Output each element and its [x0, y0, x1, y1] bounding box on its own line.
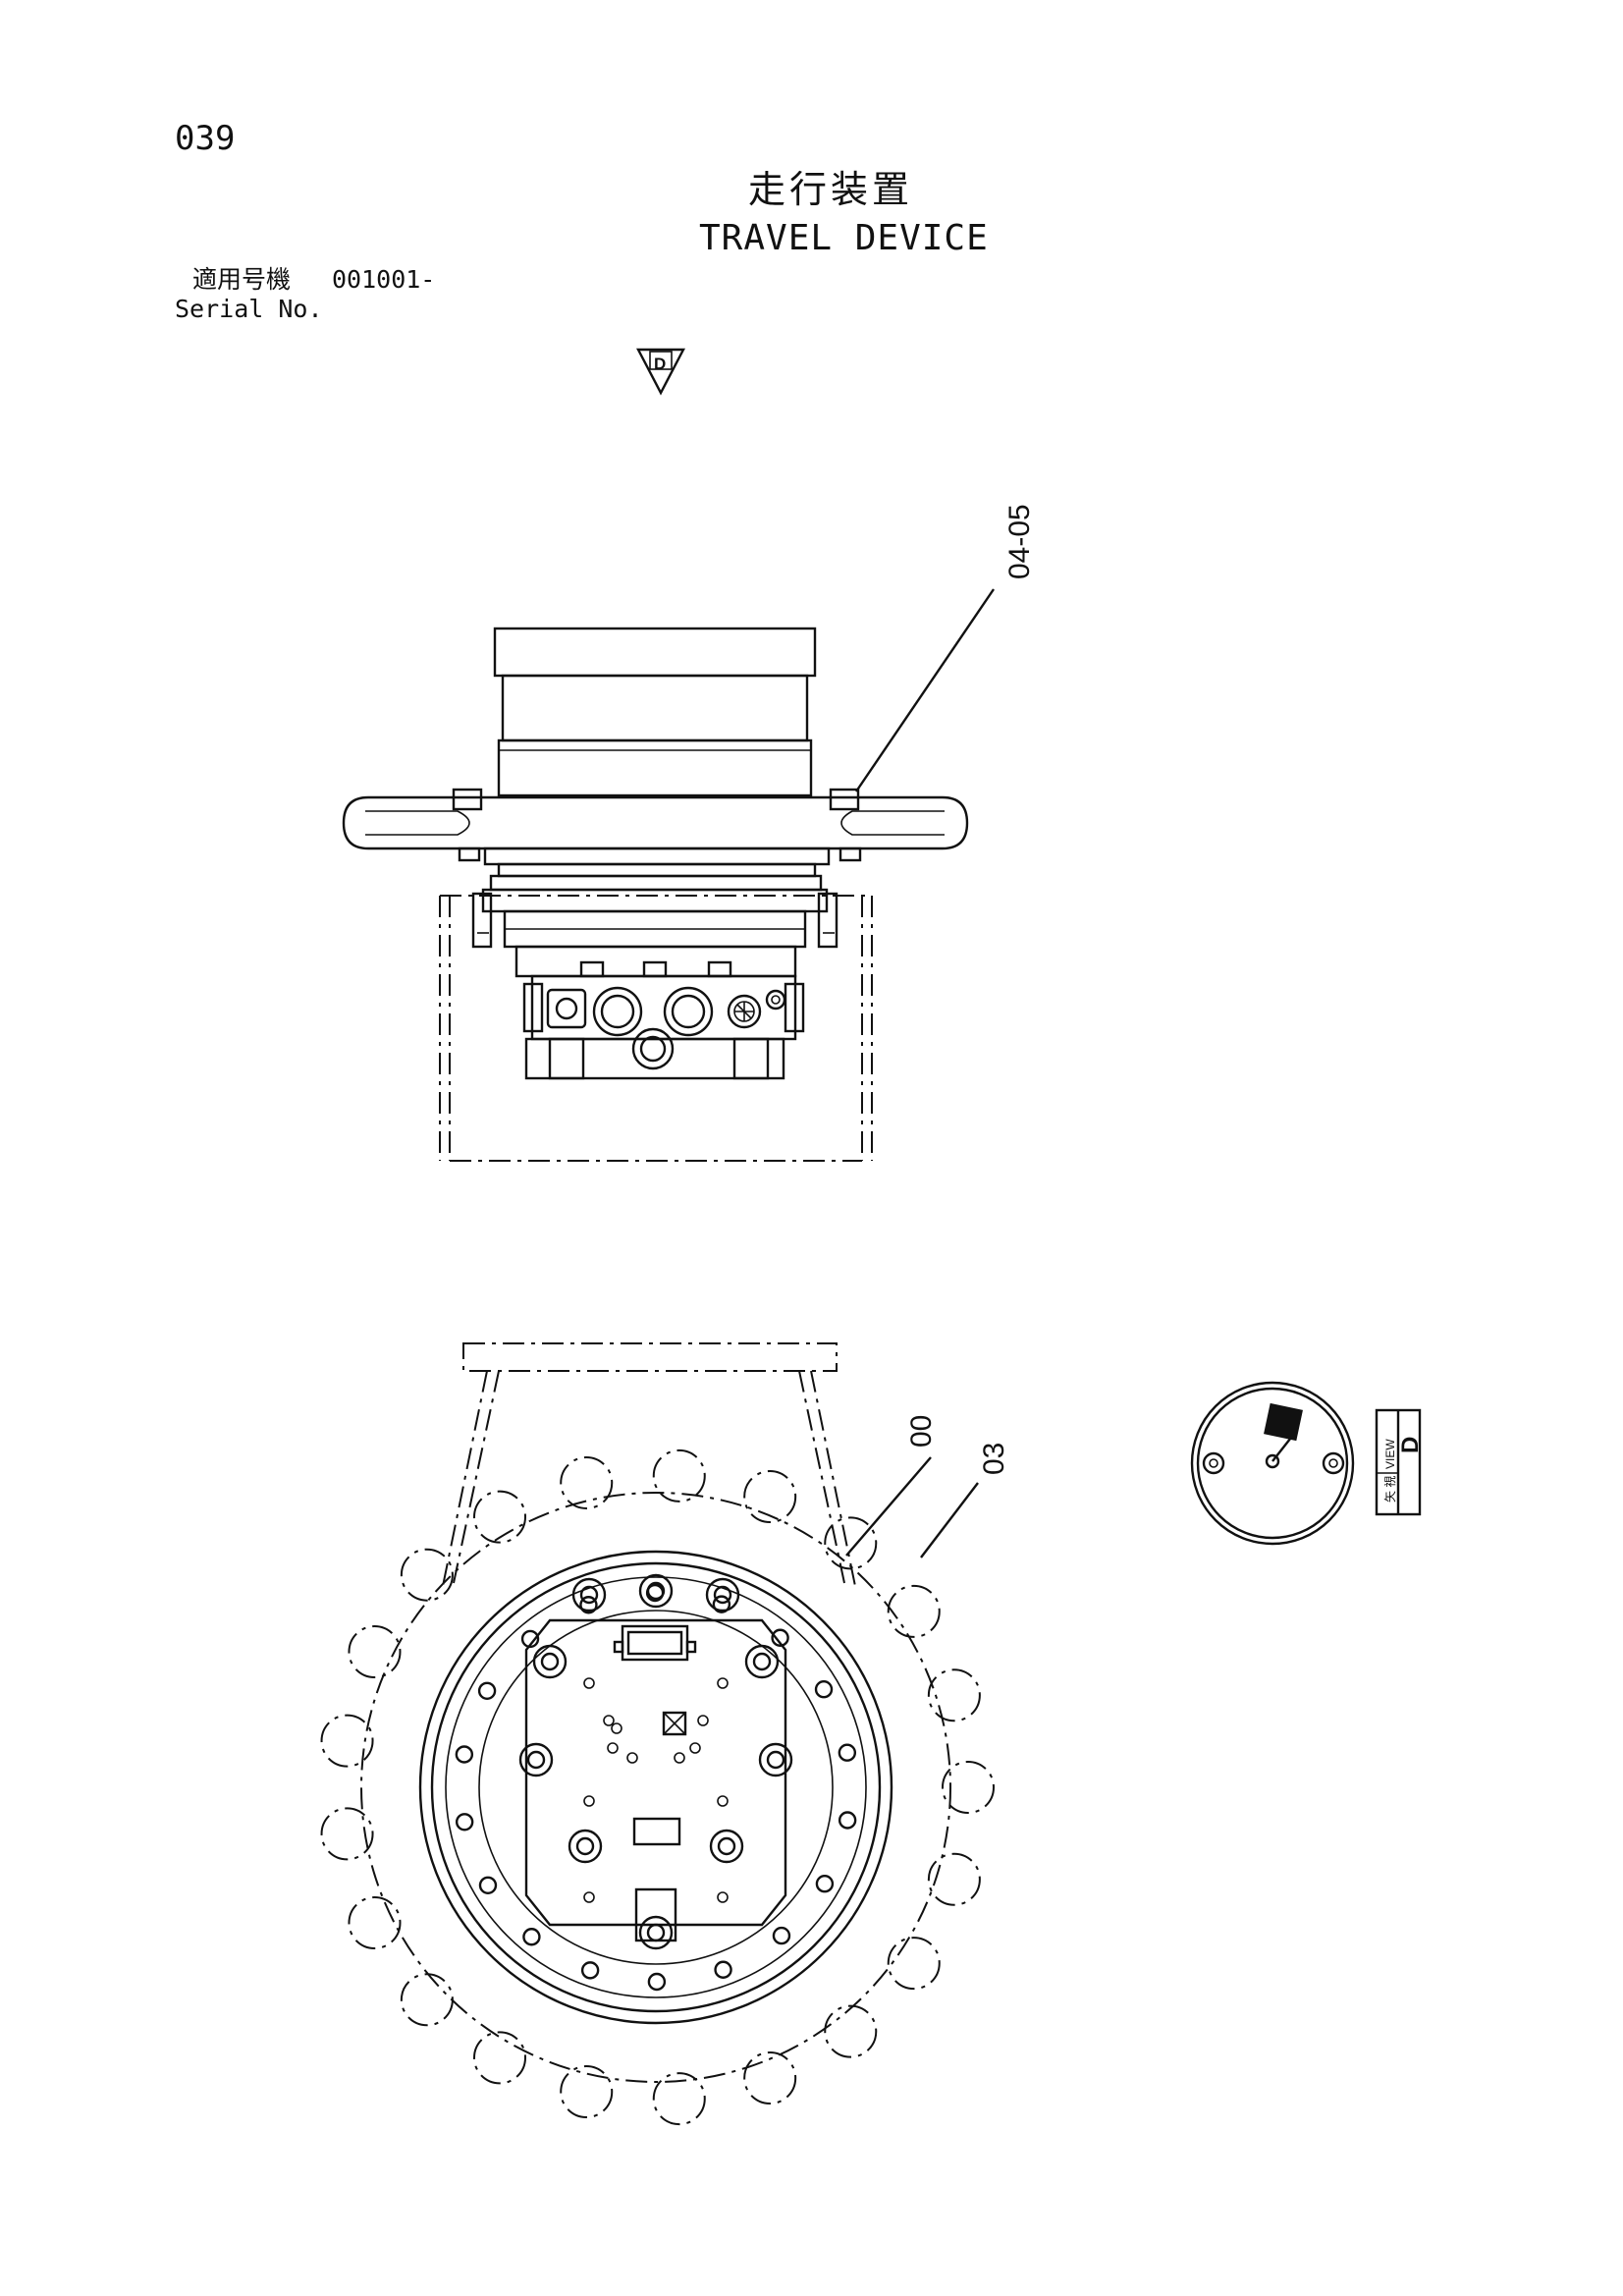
sprocket-tooth — [320, 1714, 374, 1768]
cover-bolt-head — [579, 1585, 599, 1605]
cover-bolt — [638, 1915, 674, 1950]
sprocket-tooth — [560, 1455, 614, 1509]
sprocket-tooth — [887, 1937, 941, 1991]
page-number: 039 — [175, 119, 236, 158]
cover-small-hole — [583, 1795, 595, 1807]
cover-small-hole — [697, 1715, 709, 1726]
serial-number-value: 001001- — [332, 265, 436, 294]
serial-label-english: Serial No. — [175, 295, 323, 323]
sprocket-tooth — [473, 1490, 526, 1544]
view-d-detail — [1190, 1381, 1355, 1546]
callout-label-00: 00 — [905, 1415, 938, 1448]
view-label-letter: D — [1397, 1437, 1424, 1453]
cover-bolt-head — [713, 1585, 732, 1605]
hub-bolt-hole — [455, 1745, 474, 1764]
cover-bolt — [518, 1742, 554, 1777]
hub-bolt-hole — [771, 1628, 789, 1647]
cover-bolt-head — [575, 1836, 595, 1856]
sprocket-tooth — [927, 1852, 981, 1906]
cover-small-hole — [603, 1715, 615, 1726]
cover-bolt — [705, 1577, 740, 1613]
sprocket-tooth — [824, 1516, 878, 1570]
cover-bolt-head — [717, 1836, 736, 1856]
sprocket-tooth — [473, 2031, 526, 2085]
view-arrow-letter: D — [654, 355, 666, 373]
view-label-box: 矢 視 VIEW D — [1375, 1408, 1424, 1516]
cover-small-hole — [674, 1752, 685, 1764]
callout-label-04-05: 04-05 — [1003, 504, 1036, 579]
callout-04-05: 04-05 — [855, 504, 1036, 793]
sprocket-tooth — [887, 1584, 941, 1638]
view-direction-arrow: D — [636, 348, 685, 396]
cover-bolt — [709, 1829, 744, 1864]
serial-label-japanese: 適用号機 — [192, 265, 292, 294]
cover-small-hole — [717, 1795, 729, 1807]
hub-bolt-hole — [647, 1972, 667, 1992]
cover-bolt — [744, 1644, 780, 1679]
sprocket-tooth — [348, 1625, 402, 1679]
cover-bolt-head — [526, 1750, 546, 1770]
sprocket-tooth — [743, 2051, 797, 2105]
sprocket-tooth — [320, 1807, 374, 1861]
hub-bolt-hole — [714, 1960, 732, 1979]
hub-bolt-hole — [478, 1876, 498, 1894]
hub-bolt-hole — [815, 1875, 835, 1893]
sprocket-tooth — [652, 2072, 706, 2126]
hub-bolt-hole — [522, 1928, 541, 1946]
sprocket-tooth — [652, 1449, 706, 1503]
title-english: TRAVEL DEVICE — [699, 218, 989, 258]
cover-bolt-head — [540, 1652, 560, 1671]
hub-bolt-hole — [520, 1629, 540, 1649]
cover-bolt-head — [646, 1581, 666, 1601]
cover-bolt-head — [752, 1652, 772, 1671]
hub-bolt-hole — [455, 1813, 474, 1831]
hub-bolt-hole — [814, 1680, 834, 1699]
callout-00: 00 — [845, 1415, 938, 1557]
callout-03: 03 — [920, 1443, 1010, 1558]
hub-bolt-hole — [838, 1743, 857, 1762]
cover-small-hole — [607, 1742, 619, 1754]
hub-bolt-hole — [477, 1681, 497, 1700]
hub-bolt-hole — [712, 1595, 731, 1613]
view-label-en: VIEW — [1383, 1439, 1397, 1469]
top-view-travel-motor — [342, 627, 969, 1162]
sprocket-tooth — [927, 1668, 981, 1722]
cover-small-hole — [717, 1891, 729, 1903]
cover-small-hole — [689, 1742, 701, 1754]
sprocket-tooth — [824, 2004, 878, 2058]
cover-small-hole — [626, 1752, 638, 1764]
hub-bolt-hole — [772, 1926, 791, 1945]
hub-bolt-hole — [580, 1961, 600, 1980]
cover-bolt-head — [766, 1750, 785, 1770]
sprocket-tooth — [942, 1761, 995, 1814]
view-label-jp: 矢 視 — [1382, 1476, 1397, 1503]
sprocket-tooth — [743, 1469, 797, 1523]
cover-bolt-head — [646, 1923, 666, 1942]
title-japanese: 走行装置 — [748, 168, 914, 211]
cover-bolt — [571, 1577, 607, 1613]
hub-bolt-hole — [579, 1596, 598, 1614]
cover-small-hole — [583, 1677, 595, 1689]
sprocket-tooth — [400, 1973, 454, 2027]
cover-small-hole — [717, 1677, 729, 1689]
cover-bolt — [638, 1573, 674, 1609]
cover-bolt — [568, 1829, 603, 1864]
callout-label-03: 03 — [978, 1443, 1010, 1475]
cover-small-hole — [611, 1722, 622, 1734]
hub-bolt-hole — [838, 1811, 857, 1830]
sprocket-tooth — [560, 2065, 614, 2119]
sprocket-tooth — [400, 1548, 454, 1602]
cover-small-hole — [583, 1891, 595, 1903]
sprocket-tooth — [348, 1895, 402, 1949]
cover-bolt — [758, 1742, 793, 1777]
bottom-view-sprocket-hub — [320, 1342, 995, 2126]
cover-bolt — [532, 1644, 568, 1679]
